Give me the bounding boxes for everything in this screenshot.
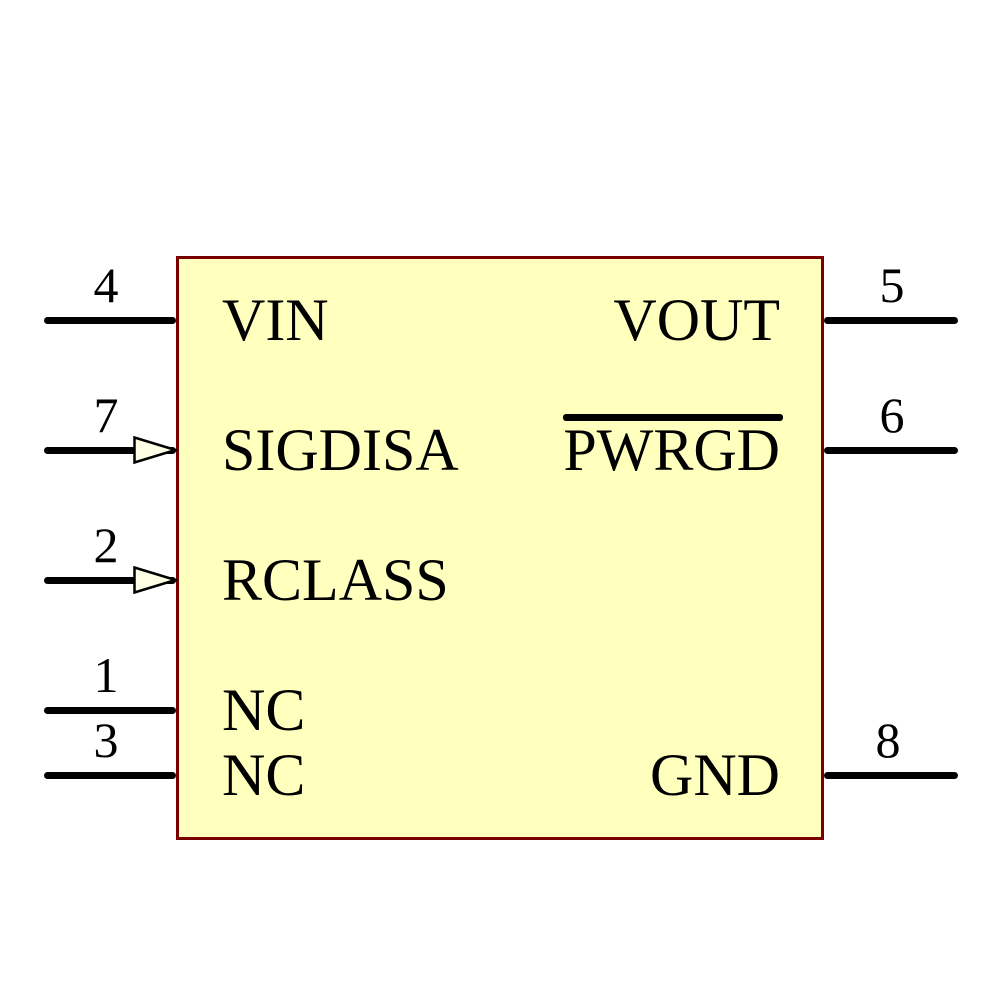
- ic-symbol-body[interactable]: [176, 256, 824, 840]
- pin-number-1: 1: [93, 647, 119, 703]
- pin-number-7: 7: [93, 387, 119, 443]
- pin-line-4[interactable]: [44, 317, 176, 324]
- pin-line-5[interactable]: [824, 317, 958, 324]
- input-triangle-icon: [133, 436, 177, 464]
- pin-line-7[interactable]: [44, 447, 176, 454]
- pin-label-sigdisa: SIGDISA: [222, 417, 459, 483]
- pin-line-2[interactable]: [44, 577, 176, 584]
- active-low-overline: [563, 414, 783, 421]
- input-triangle-icon: [133, 566, 177, 594]
- pin-number-3: 3: [93, 712, 119, 768]
- pin-label-gnd: GND: [650, 742, 780, 808]
- pin-line-3[interactable]: [44, 772, 176, 779]
- pin-number-2: 2: [93, 517, 119, 573]
- pin-number-8: 8: [875, 712, 901, 768]
- pin-number-5: 5: [879, 257, 905, 313]
- pin-label-nc3: NC: [222, 742, 306, 808]
- pin-line-1[interactable]: [44, 707, 176, 714]
- pin-line-6[interactable]: [824, 447, 958, 454]
- pin-label-vout: VOUT: [613, 287, 780, 353]
- pin-number-4: 4: [93, 257, 119, 313]
- pin-number-6: 6: [879, 387, 905, 443]
- pin-label-rclass: RCLASS: [222, 547, 449, 613]
- pin-label-nc1: NC: [222, 677, 306, 743]
- pin-label-vin: VIN: [222, 287, 329, 353]
- pin-label-pwrgd: PWRGD: [563, 417, 780, 483]
- pin-line-8[interactable]: [824, 772, 958, 779]
